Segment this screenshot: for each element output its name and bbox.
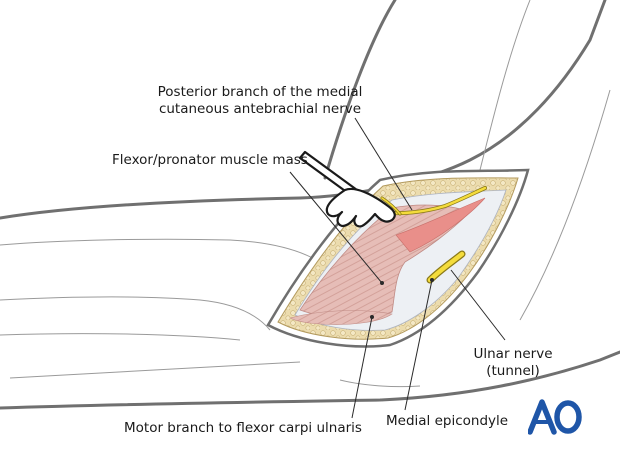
label-medial-epicondyle: Medial epicondyle bbox=[386, 413, 509, 429]
retractor-icon bbox=[298, 150, 396, 228]
label-ulnar-nerve-line2: (tunnel) bbox=[486, 363, 540, 379]
label-posterior-branch: Posterior branch of the medial cutaneous… bbox=[150, 84, 370, 118]
label-posterior-branch-line1: Posterior branch of the medial bbox=[157, 84, 363, 100]
leader-dots bbox=[370, 278, 434, 319]
leader-lines bbox=[289, 117, 506, 419]
label-posterior-branch-line2: cutaneous antebrachial nerve bbox=[158, 101, 362, 117]
label-flexor-pronator: Flexor/pronator muscle mass bbox=[112, 152, 308, 168]
label-ulnar-nerve-line1: Ulnar nerve bbox=[473, 346, 553, 362]
label-motor-branch: Motor branch to flexor carpi ulnaris bbox=[124, 420, 362, 436]
label-ulnar-nerve: Ulnar nerve (tunnel) bbox=[468, 346, 558, 380]
arm-thin-lines bbox=[0, 0, 611, 388]
ao-logo bbox=[528, 399, 582, 435]
